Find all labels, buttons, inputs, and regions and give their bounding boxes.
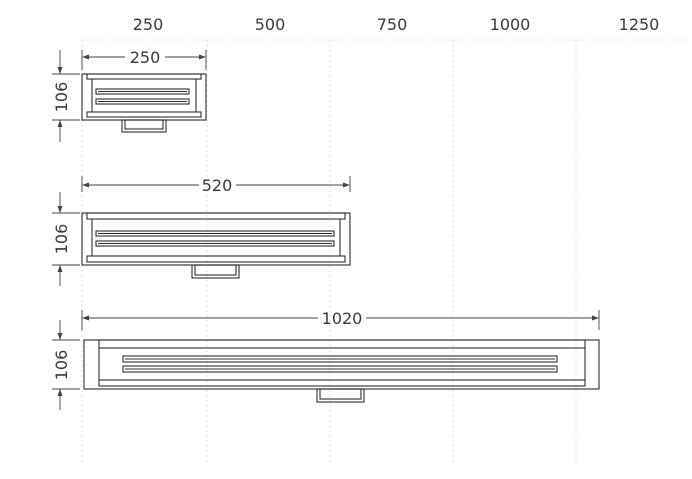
height-label: 106	[52, 350, 71, 381]
ruler-tick-500: 500	[255, 15, 286, 34]
module-250: 250 106	[52, 48, 207, 142]
ruler-tick-250: 250	[133, 15, 164, 34]
width-dimension: 250	[81, 48, 207, 70]
grid	[81, 39, 692, 462]
height-dimension: 106	[52, 50, 80, 142]
drawer-body	[81, 73, 207, 121]
height-dimension: 106	[52, 192, 80, 286]
width-dimension: 520	[81, 176, 351, 195]
width-label: 250	[130, 48, 161, 67]
drawer-body	[81, 212, 351, 266]
height-dimension: 106	[52, 320, 80, 410]
module-520: 520 106	[52, 176, 351, 286]
drawer-handle	[316, 388, 365, 403]
height-label: 106	[52, 224, 71, 255]
module-1020: 1020 106	[52, 309, 600, 410]
ruler-tick-1250: 1250	[619, 15, 660, 34]
height-label: 106	[52, 82, 71, 113]
width-dimension: 1020	[81, 309, 600, 330]
width-label: 520	[202, 176, 233, 195]
drawer-handle	[121, 119, 167, 133]
drawer-body	[83, 339, 600, 390]
ruler: 250 500 750 1000 1250	[133, 15, 660, 34]
drawer-handle	[191, 264, 240, 279]
ruler-tick-1000: 1000	[490, 15, 531, 34]
ruler-tick-750: 750	[377, 15, 408, 34]
width-label: 1020	[322, 309, 363, 328]
